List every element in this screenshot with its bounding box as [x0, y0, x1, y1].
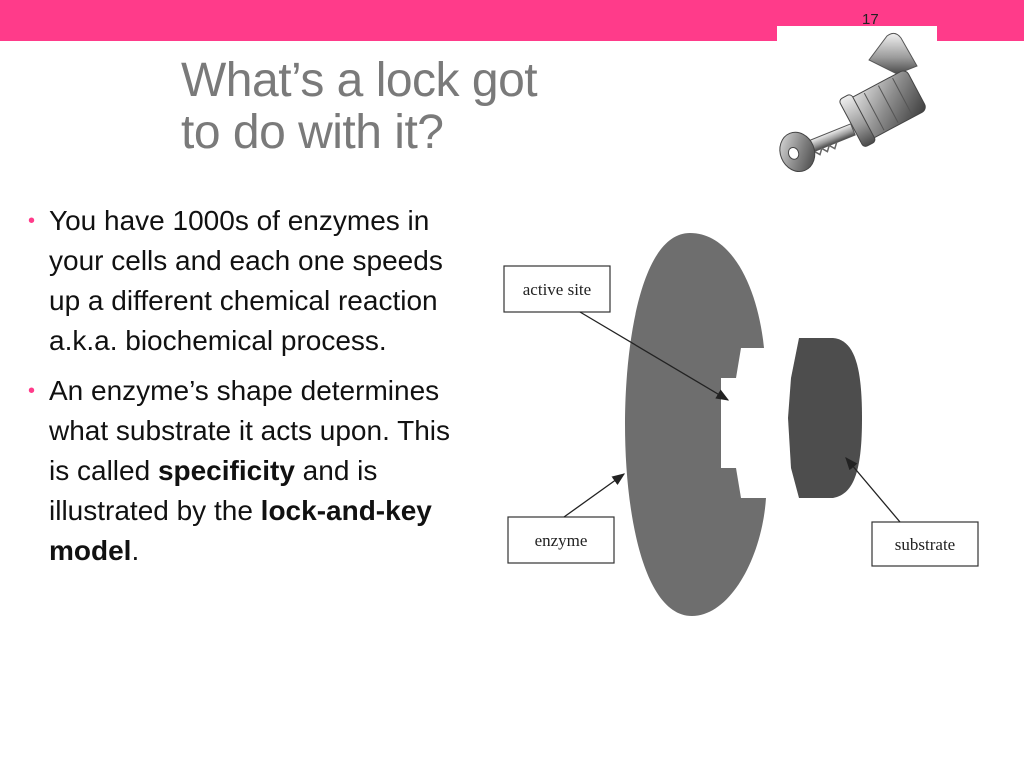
bullet-text: You have 1000s of enzymes in your cells …: [49, 205, 443, 356]
enzyme-label-box: [507, 516, 615, 564]
bullet-dot-icon: •: [28, 380, 36, 402]
substrate-shape: [788, 338, 862, 498]
slide-title: What’s a lock got to do with it?: [181, 55, 621, 159]
active-site-label: active site: [523, 280, 591, 299]
bullet-item: • An enzyme’s shape determines what subs…: [28, 371, 478, 571]
enzyme-label: enzyme: [535, 531, 588, 550]
bullet-text-after: .: [131, 535, 140, 566]
title-line-1: What’s a lock got: [181, 54, 538, 107]
slide-number: 17: [862, 11, 879, 28]
active-site-label-box: [503, 265, 611, 313]
bullet-list: • You have 1000s of enzymes in your cell…: [28, 201, 478, 581]
substrate-arrow: [845, 457, 901, 523]
bullet-text-before: An enzyme’s shape determines what substr…: [49, 375, 451, 486]
title-line-2: to do with it?: [181, 106, 444, 159]
substrate-label: substrate: [895, 535, 955, 554]
bold-term-specificity: specificity: [157, 455, 295, 486]
bullet-dot-icon: •: [28, 210, 36, 232]
enzyme-shape: [625, 233, 766, 616]
bullet-text-middle: and is illustrated by the: [49, 455, 378, 526]
lock-and-key-image: [777, 26, 937, 184]
substrate-label-box: [871, 521, 979, 567]
enzyme-arrow: [563, 473, 626, 518]
lock-and-key-diagram: active site enzyme substrate: [500, 228, 984, 620]
bold-term-lock-and-key: lock-and-key model: [49, 495, 432, 566]
bullet-item: • You have 1000s of enzymes in your cell…: [28, 201, 478, 361]
active-site-arrow: [579, 311, 730, 401]
